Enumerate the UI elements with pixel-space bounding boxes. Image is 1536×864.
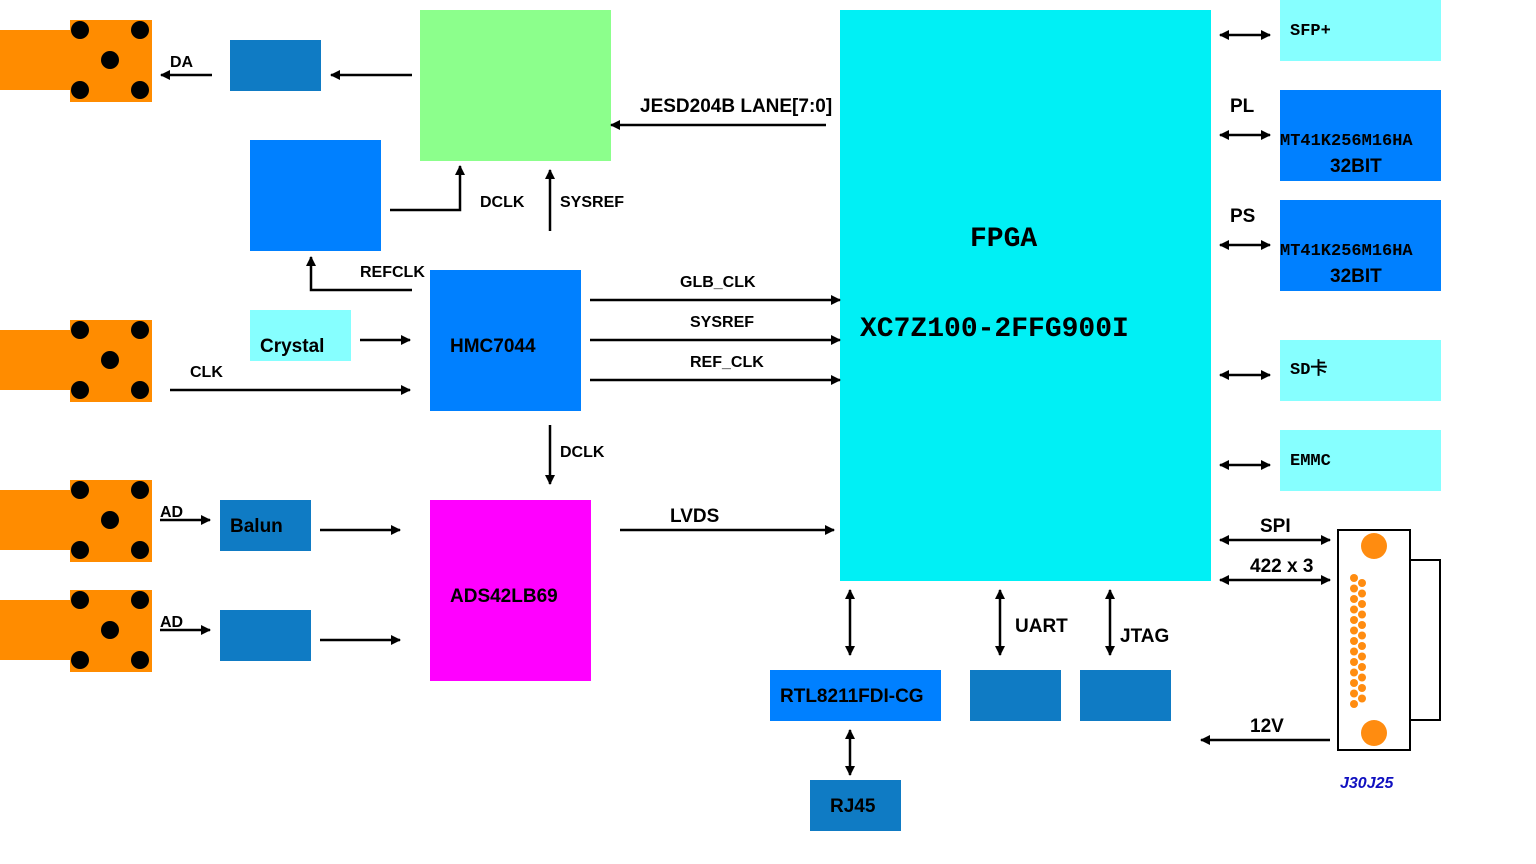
pl-signal-label: PL (1230, 96, 1255, 117)
fpga-part-number: XC7Z100-2FFG900I (860, 314, 1129, 345)
rj45-label: RJ45 (830, 796, 876, 817)
da-signal-label: DA (170, 54, 194, 71)
ref-clk-signal-label: REF_CLK (690, 354, 764, 371)
j30-pin (1350, 605, 1358, 614)
j30-pin (1358, 673, 1366, 682)
ddr-ps-width: 32BIT (1330, 266, 1382, 287)
uart-signal-label: UART (1015, 616, 1068, 637)
j30-pin (1358, 694, 1366, 703)
sysref-dac-signal-label: SYSREF (560, 194, 625, 211)
sfp-label: SFP+ (1290, 22, 1331, 41)
j30-pin (1350, 616, 1358, 624)
j30-pin (1350, 584, 1358, 593)
12v-signal-label: 12V (1250, 716, 1284, 737)
j30-pin (1350, 689, 1358, 698)
sd-card-block (1280, 340, 1441, 401)
spi-signal-label: SPI (1260, 516, 1291, 537)
refclk-arrow (306, 256, 412, 292)
uart-block (970, 670, 1061, 721)
da-filter-block (230, 40, 321, 91)
dclk-dac-arrow (390, 165, 465, 212)
sd-card-label: SD卡 (1290, 361, 1328, 380)
j30-pin (1358, 663, 1366, 671)
j30-pin (1350, 700, 1358, 708)
sma-connector-ad1 (0, 480, 152, 562)
j30-pin (1358, 600, 1366, 608)
phy-label: RTL8211FDI-CG (780, 686, 924, 707)
sma-connector-da (0, 20, 152, 102)
ad2-signal-label: AD (160, 614, 184, 631)
j30-pin (1350, 647, 1358, 656)
crystal-label: Crystal (260, 336, 325, 357)
j30-pin (1350, 668, 1358, 677)
balun-label: Balun (230, 516, 283, 537)
sma-connector-ad2 (0, 590, 152, 672)
adc-block (430, 500, 591, 681)
j30-pin (1358, 621, 1366, 629)
sfp-block (1280, 0, 1441, 61)
phy-block (770, 670, 941, 721)
crystal-block (250, 310, 351, 361)
j30-pin (1358, 684, 1366, 692)
lvds-signal-label: LVDS (670, 506, 720, 527)
dclk-adc-signal-label: DCLK (560, 444, 605, 461)
j30-pin (1358, 579, 1366, 587)
j30-pin (1350, 679, 1358, 687)
dclk-dac-signal-label: DCLK (480, 194, 525, 211)
emmc-label: EMMC (1290, 452, 1331, 471)
j30-pin (1358, 652, 1366, 661)
j30-pin (1350, 626, 1358, 635)
j30-pin (1358, 610, 1366, 619)
j30-pin (1358, 631, 1366, 640)
ddr-ps-part: MT41K256M16HA (1280, 242, 1413, 261)
jtag-block (1080, 670, 1171, 721)
ad1-signal-label: AD (160, 504, 184, 521)
hmc7044-label: HMC7044 (450, 336, 536, 357)
sma-connector-clk (0, 320, 152, 402)
jtag-signal-label: JTAG (1120, 626, 1170, 647)
clock-block (250, 140, 381, 251)
balun-block (220, 500, 311, 551)
rj45-block (810, 780, 901, 831)
ddr-ps-block (1280, 200, 1441, 291)
emmc-block (1280, 430, 1441, 491)
j30-pin (1350, 658, 1358, 666)
j30-pin (1358, 589, 1366, 598)
refclk-signal-label: REFCLK (360, 264, 425, 281)
jesd-signal-label: JESD204B LANE[7:0] (640, 96, 833, 117)
fpga-title: FPGA (970, 224, 1038, 255)
ps-signal-label: PS (1230, 206, 1256, 227)
j30j25-connector (1337, 529, 1441, 751)
j30-pin (1350, 637, 1358, 645)
clk-signal-label: CLK (190, 364, 223, 381)
j30-pin (1358, 642, 1366, 650)
j30-pin (1350, 574, 1358, 582)
balun2-block (220, 610, 311, 661)
adc-label: ADS42LB69 (450, 586, 558, 607)
rs422-signal-label: 422 x 3 (1250, 556, 1314, 577)
fpga-block (840, 10, 1211, 581)
ddr-pl-part: MT41K256M16HA (1280, 132, 1413, 151)
hmc7044-block (430, 270, 581, 411)
dac-block (420, 10, 611, 161)
glb-clk-signal-label: GLB_CLK (680, 274, 756, 291)
j30-pin (1350, 595, 1358, 603)
j30j25-label: J30J25 (1340, 775, 1394, 792)
sysref-fpga-signal-label: SYSREF (690, 314, 755, 331)
ddr-pl-block (1280, 90, 1441, 181)
ddr-pl-width: 32BIT (1330, 156, 1382, 177)
